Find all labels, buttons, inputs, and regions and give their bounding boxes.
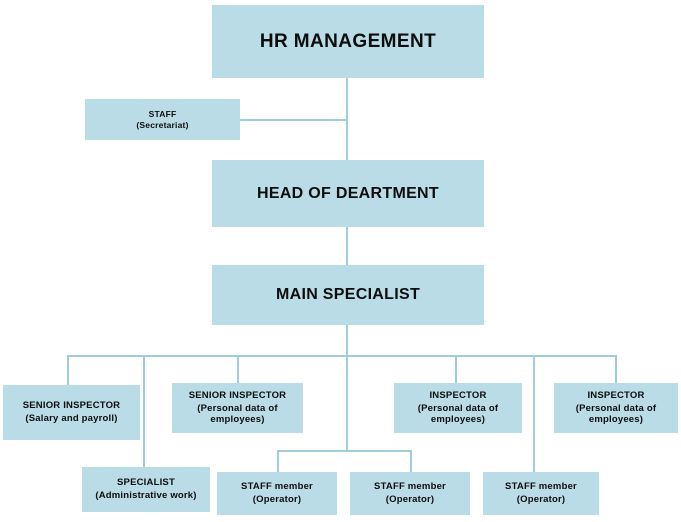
node-head-of-department-title: HEAD OF DEARTMENT: [257, 184, 439, 202]
node-staff-member-operator-2-subtitle-1: (Operator): [385, 494, 435, 505]
node-staff-member-operator-1-title: STAFF member: [241, 481, 313, 493]
node-senior-inspector-salary[interactable]: SENIOR INSPECTOR (Salary and payroll): [3, 385, 140, 440]
connector-head-to-main: [346, 227, 348, 265]
connector-row4-center-trunk: [346, 355, 348, 451]
connector-drop-staff-member-3: [533, 355, 535, 472]
node-inspector-personal-2-subtitle-2: employees): [588, 414, 644, 426]
node-head-of-department[interactable]: HEAD OF DEARTMENT: [212, 160, 484, 227]
connector-drop-staff-member-1: [277, 450, 279, 472]
node-specialist-admin-title: SPECIALIST: [117, 477, 175, 489]
node-inspector-personal-1-subtitle-1: (Personal data of: [417, 402, 499, 414]
node-inspector-personal-2-title: INSPECTOR: [587, 390, 645, 402]
node-senior-inspector-salary-title: SENIOR INSPECTOR: [22, 400, 121, 412]
node-staff-member-operator-3[interactable]: STAFF member (Operator): [483, 472, 599, 515]
node-staff-secretariat-subtitle: (Secretariat): [136, 119, 189, 130]
node-specialist-admin-subtitle-1: (Administrative work): [95, 490, 197, 501]
connector-row4-distribution-bar: [67, 355, 616, 357]
node-main-specialist[interactable]: MAIN SPECIALIST: [212, 265, 484, 325]
node-inspector-personal-1[interactable]: INSPECTOR (Personal data of employees): [394, 383, 522, 433]
node-inspector-personal-1-subtitle-2: employees): [430, 414, 486, 426]
node-staff-secretariat-title: STAFF: [148, 109, 177, 120]
node-staff-member-operator-3-subtitle-1: (Operator): [516, 494, 566, 505]
node-inspector-personal-1-title: INSPECTOR: [429, 390, 487, 402]
node-senior-inspector-personal-title: SENIOR INSPECTOR: [188, 390, 287, 402]
node-main-specialist-title: MAIN SPECIALIST: [275, 286, 421, 304]
node-senior-inspector-personal-subtitle-1: (Personal data of: [197, 402, 278, 414]
connector-drop-specialist-admin: [143, 355, 145, 467]
node-senior-inspector-personal[interactable]: SENIOR INSPECTOR (Personal data of emplo…: [172, 383, 303, 433]
connector-row5-distribution-bar: [277, 450, 411, 452]
connector-head-to-staff: [240, 119, 347, 121]
node-hr-management-title: HR MANAGEMENT: [259, 30, 437, 52]
connector-drop-staff-member-2: [410, 450, 412, 472]
node-staff-member-operator-1[interactable]: STAFF member (Operator): [217, 472, 337, 515]
node-staff-member-operator-1-subtitle-1: (Operator): [252, 494, 302, 505]
node-staff-member-operator-2-title: STAFF member: [374, 481, 446, 493]
connector-drop-inspector-personal-1: [455, 355, 457, 383]
node-inspector-personal-2-subtitle-1: (Personal data of: [575, 402, 657, 414]
node-staff-member-operator-2[interactable]: STAFF member (Operator): [350, 472, 470, 515]
node-senior-inspector-personal-subtitle-2: employees): [210, 414, 265, 426]
node-senior-inspector-salary-subtitle-1: (Salary and payroll): [25, 413, 118, 424]
node-staff-member-operator-3-title: STAFF member: [505, 481, 577, 493]
connector-main-to-row4-trunk: [346, 325, 348, 356]
connector-drop-senior-inspector-personal: [237, 355, 239, 383]
node-inspector-personal-2[interactable]: INSPECTOR (Personal data of employees): [554, 383, 678, 433]
node-hr-management[interactable]: HR MANAGEMENT: [212, 5, 484, 78]
node-staff-secretariat[interactable]: STAFF (Secretariat): [85, 99, 240, 140]
node-specialist-admin[interactable]: SPECIALIST (Administrative work): [82, 467, 210, 512]
connector-drop-inspector-personal-2: [615, 355, 617, 383]
connector-drop-senior-inspector-salary: [67, 355, 69, 385]
